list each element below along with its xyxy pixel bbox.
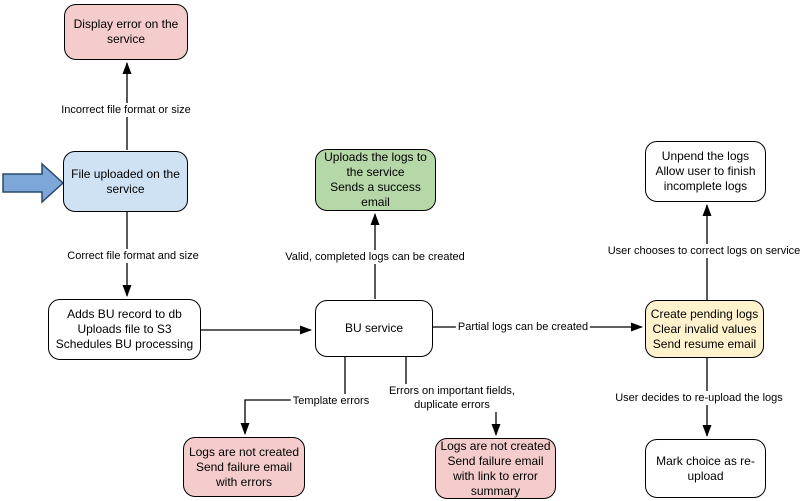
node-create-pending-logs-text: Create pending logs Clear invalid values… [650, 306, 759, 351]
node-logs-not-created-summary: Logs are not created Send failure email … [435, 438, 556, 499]
node-bu-service-text: BU service [344, 321, 403, 335]
edge-label-template-errors: Template errors [290, 394, 372, 408]
edge-label-correct-format: Correct file format and size [65, 249, 201, 263]
edge-label-important-errors: Errors on important fields, duplicate er… [387, 384, 517, 412]
node-file-uploaded-text: File uploaded on the service [71, 166, 180, 196]
node-adds-bu-record: Adds BU record to db Uploads file to S3 … [48, 299, 201, 360]
node-mark-reupload: Mark choice as re- upload [645, 439, 766, 498]
node-create-pending-logs: Create pending logs Clear invalid values… [645, 300, 764, 358]
node-logs-not-created-errors: Logs are not created Send failure email … [183, 437, 305, 497]
node-file-uploaded: File uploaded on the service [63, 151, 188, 212]
edge-label-user-chooses: User chooses to correct logs on service [605, 244, 801, 258]
node-unpend-logs-text: Unpend the logs Allow user to finish inc… [655, 149, 756, 193]
node-adds-bu-record-text: Adds BU record to db Uploads file to S3 … [55, 307, 194, 351]
node-uploads-logs-text: Uploads the logs to the service Sends a … [324, 150, 427, 209]
node-display-error-text: Display error on the service [73, 17, 179, 46]
edge-label-valid-logs: Valid, completed logs can be created [283, 250, 467, 264]
edge-label-incorrect-format: Incorrect file format or size [59, 103, 193, 117]
node-uploads-logs: Uploads the logs to the service Sends a … [315, 149, 436, 211]
node-bu-service: BU service [315, 300, 433, 357]
node-mark-reupload-text: Mark choice as re- upload [656, 453, 755, 483]
edge-label-user-decides: User decides to re-upload the logs [613, 391, 785, 405]
node-logs-not-created-summary-text: Logs are not created Send failure email … [440, 438, 551, 498]
node-unpend-logs: Unpend the logs Allow user to finish inc… [645, 141, 766, 202]
entry-arrow-icon [2, 162, 65, 204]
node-display-error: Display error on the service [64, 4, 188, 60]
node-logs-not-created-errors-text: Logs are not created Send failure email … [188, 444, 300, 489]
edge-label-partial-logs: Partial logs can be created [455, 320, 591, 334]
